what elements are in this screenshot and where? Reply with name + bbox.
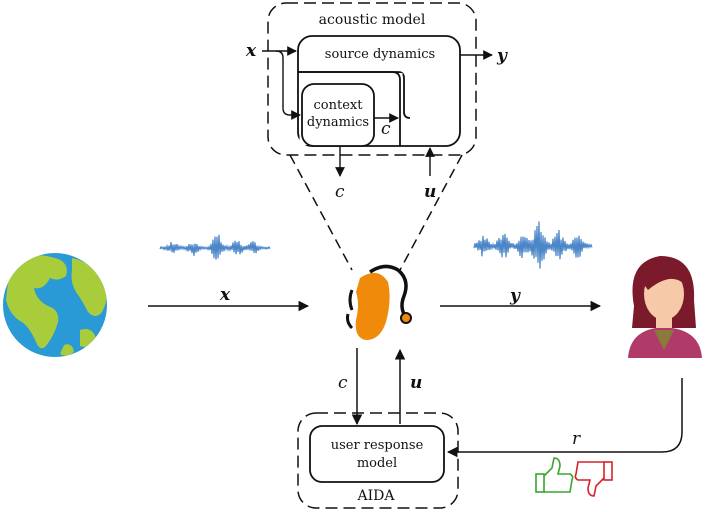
user-response-model-box — [309, 425, 445, 483]
user-avatar-icon — [628, 256, 702, 358]
acoustic-output-c: c — [335, 182, 345, 202]
globe-icon — [3, 253, 107, 357]
context-dynamics-box — [301, 83, 375, 147]
acoustic-inner-c: c — [381, 119, 391, 139]
aida-box — [297, 412, 459, 509]
aida-group: user response model AIDA — [297, 412, 459, 509]
output-waveform — [473, 221, 593, 269]
input-waveform — [159, 234, 271, 260]
context-dynamics-label-2: dynamics — [307, 115, 369, 130]
source-dynamics-label: source dynamics — [325, 47, 435, 62]
main-label-r: r — [572, 429, 581, 449]
thumbs-down-icon — [574, 461, 613, 497]
aida-title: AIDA — [357, 488, 396, 504]
context-dynamics-label-1: context — [314, 98, 364, 113]
zoom-line-left — [289, 154, 353, 271]
acoustic-model-box — [267, 2, 477, 156]
thumbs-up-icon — [535, 457, 574, 493]
acoustic-model-group: acoustic model source dynamics context d… — [245, 2, 508, 202]
main-label-c: c — [338, 373, 348, 393]
acoustic-output-y: y — [496, 46, 508, 66]
hearing-aid-icon — [346, 264, 412, 340]
main-label-x: x — [219, 285, 231, 305]
acoustic-input-u: u — [424, 182, 436, 202]
feedback-arrow-r — [446, 378, 683, 458]
zoom-line-right — [399, 154, 463, 271]
main-label-u: u — [410, 373, 422, 393]
acoustic-input-x: x — [245, 41, 257, 61]
main-label-y: y — [509, 286, 521, 306]
user-response-label-2: model — [357, 456, 397, 471]
user-response-label-1: user response — [331, 438, 424, 453]
acoustic-model-title: acoustic model — [319, 12, 426, 28]
